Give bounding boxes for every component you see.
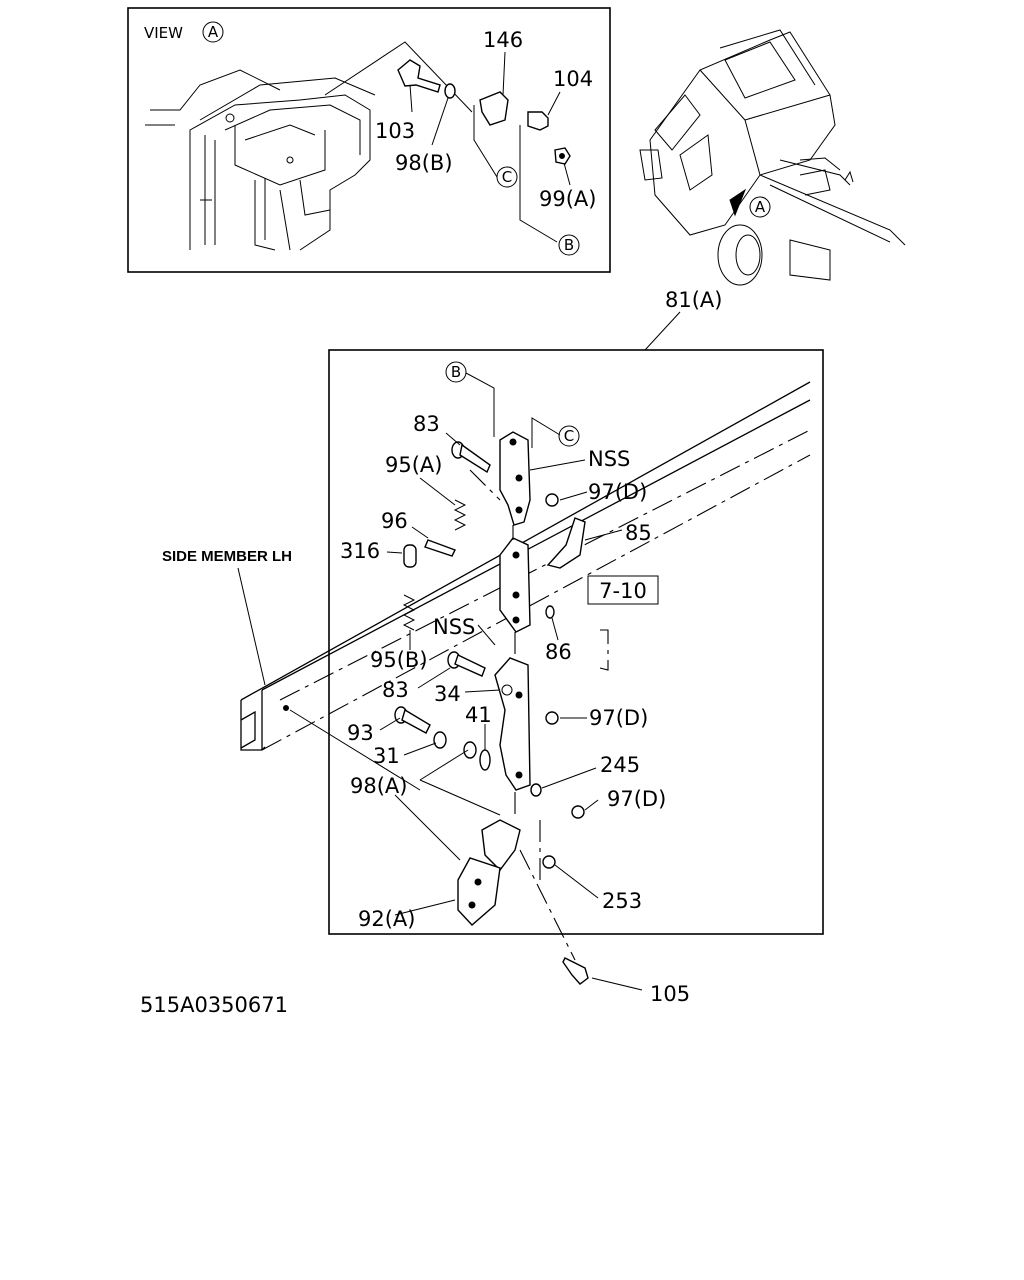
reference-box-label: 7-10 xyxy=(599,579,647,603)
bolt-253 xyxy=(542,855,556,869)
pin-316 xyxy=(403,544,417,568)
callout-96: 96 xyxy=(381,509,408,533)
callout-253: 253 xyxy=(602,889,642,913)
callout-86: 86 xyxy=(545,640,572,664)
stop-lever-85 xyxy=(546,517,586,569)
svg-text:B: B xyxy=(451,363,461,381)
view-marker-letter: A xyxy=(208,23,219,41)
side-member-label: SIDE MEMBER LH xyxy=(162,548,292,565)
callout-34: 34 xyxy=(434,682,461,706)
svg-text:B: B xyxy=(564,236,574,254)
lower-hinge-bracket xyxy=(494,657,531,791)
nut-97d-upper xyxy=(545,493,559,507)
pin-83-lower xyxy=(447,651,486,677)
side-member-rail xyxy=(240,381,811,751)
callout-245: 245 xyxy=(600,753,640,777)
main-leaders xyxy=(289,372,643,991)
view-marker-circle: A xyxy=(202,21,224,43)
reference-box xyxy=(587,575,659,605)
callout-93: 93 xyxy=(347,721,374,745)
callout-95b: 95(B) xyxy=(370,648,428,672)
frame-label: 81(A) xyxy=(665,288,722,312)
view-a-frame xyxy=(127,7,611,273)
callout-nss-upper: NSS xyxy=(588,447,630,471)
callout-31: 31 xyxy=(373,744,400,768)
callout-98b: 98(B) xyxy=(395,151,453,175)
view-a-leaders xyxy=(409,51,571,243)
bolt-93 xyxy=(394,706,431,734)
callout-95a: 95(A) xyxy=(385,453,442,477)
callout-99a: 99(A) xyxy=(539,187,596,211)
spring-95b xyxy=(402,594,416,631)
drawing-number: 515A0350671 xyxy=(140,993,288,1017)
cab-mount-bracket xyxy=(457,819,521,926)
callout-97d-lower: 97(D) xyxy=(607,787,666,811)
callout-98a: 98(A) xyxy=(350,774,407,798)
washer-245 xyxy=(530,783,542,797)
spring-95a xyxy=(453,499,467,531)
pin-96 xyxy=(424,539,456,557)
svg-text:C: C xyxy=(564,427,574,445)
truck-illustration xyxy=(639,29,906,286)
svg-text:A: A xyxy=(755,198,766,216)
upper-hinge-bracket xyxy=(499,431,531,526)
view-title: VIEW xyxy=(144,24,183,42)
washer-98a xyxy=(463,741,477,759)
circle-marker-c-view: C xyxy=(496,166,518,188)
assembly-axis-lines xyxy=(469,469,576,961)
callout-nss-lower: NSS xyxy=(433,615,475,639)
frame-label-leader xyxy=(644,311,681,351)
callout-83-lower: 83 xyxy=(382,678,409,702)
center-hinge-bracket xyxy=(499,537,531,633)
circle-marker-b-view: B xyxy=(558,234,580,256)
callout-97d-upper: 97(D) xyxy=(588,480,647,504)
circle-marker-b-main: B xyxy=(445,361,467,383)
callout-97d-middle: 97(D) xyxy=(589,706,648,730)
svg-text:C: C xyxy=(502,168,512,186)
circle-marker-c-main: C xyxy=(558,425,580,447)
callout-92a: 92(A) xyxy=(358,907,415,931)
pin-83-upper xyxy=(451,441,491,474)
callout-146: 146 xyxy=(483,28,523,52)
callout-104: 104 xyxy=(553,67,593,91)
reference-dashed-outline xyxy=(599,629,609,671)
bushing-41 xyxy=(479,749,491,771)
circle-marker-a-truck: A xyxy=(749,196,771,218)
callout-105: 105 xyxy=(650,982,690,1006)
view-a-hardware xyxy=(397,59,571,165)
callout-41: 41 xyxy=(465,703,492,727)
callout-316: 316 xyxy=(340,539,380,563)
main-assembly-frame xyxy=(328,349,824,935)
view-a-sketch xyxy=(145,41,473,251)
callout-85: 85 xyxy=(625,521,652,545)
nut-97d-middle xyxy=(545,711,559,725)
side-member-leader xyxy=(237,567,266,686)
callout-83-upper: 83 xyxy=(413,412,440,436)
clip-86 xyxy=(545,605,555,619)
callout-103: 103 xyxy=(375,119,415,143)
bolt-105 xyxy=(562,957,589,985)
nut-97d-lower xyxy=(571,805,585,819)
washer-31 xyxy=(433,731,447,749)
